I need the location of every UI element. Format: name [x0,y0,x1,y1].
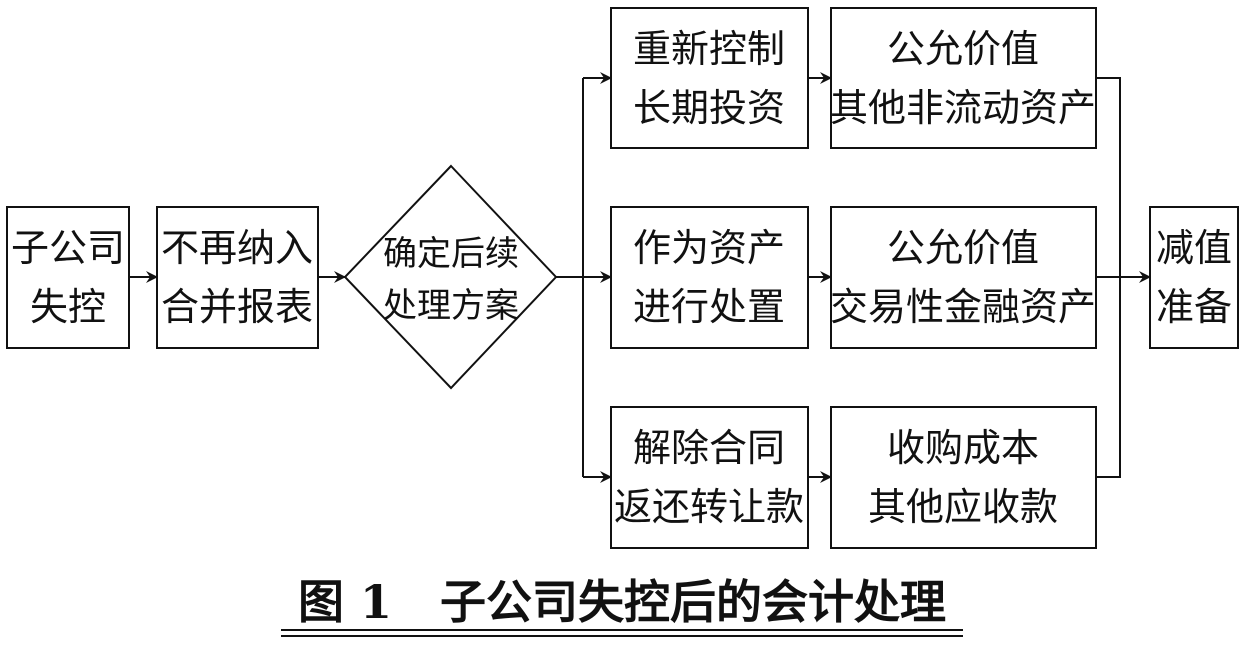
node-shapes [6,7,1239,549]
label-receivable-line2: 其他应收款 [868,485,1058,529]
box-exclude-from-consolidation [156,206,319,349]
label-regain-line2: 长期投资 [633,86,785,130]
label-impairment-line2: 准备 [1156,285,1232,329]
box-terminate-contract [610,406,809,549]
label-trading-line2: 交易性金融资产 [830,285,1096,329]
label-terminate-line1: 解除合同 [633,426,785,470]
box-subsidiary-loss-of-control [6,206,130,349]
label-subsidiary-line2: 失控 [30,285,106,329]
label-receivable-line1: 收购成本 [887,426,1039,470]
node-labels: 子公司 失控 不再纳入 合并报表 确定后续 处理方案 重新控制 长期投资 作为资… [11,27,1232,529]
label-exclude-line2: 合并报表 [161,285,313,329]
label-subsidiary-line1: 子公司 [11,226,125,270]
figure-caption: 图 1 子公司失控后的会计处理 [298,575,946,629]
label-impairment-line1: 减值 [1156,226,1232,270]
box-regain-control [610,7,809,149]
label-regain-line1: 重新控制 [633,27,785,71]
label-dispose-line2: 进行处置 [633,285,785,329]
label-noncurrent-line1: 公允价值 [887,27,1039,71]
label-noncurrent-line2: 其他非流动资产 [830,86,1096,130]
label-plan-line1: 确定后续 [383,234,519,274]
label-dispose-line1: 作为资产 [633,226,785,270]
connectors [129,72,1151,483]
diamond-determine-followup-plan [343,164,558,390]
label-exclude-line1: 不再纳入 [161,226,313,270]
label-trading-line1: 公允价值 [887,226,1039,270]
label-plan-line2: 处理方案 [383,286,519,326]
box-acquisition-cost-receivable [830,406,1097,549]
box-fair-value-trading [830,206,1097,349]
box-impairment-provision [1149,206,1239,349]
box-dispose-as-asset [610,206,809,349]
label-terminate-line2: 返还转让款 [614,485,804,529]
box-fair-value-noncurrent [830,7,1097,149]
